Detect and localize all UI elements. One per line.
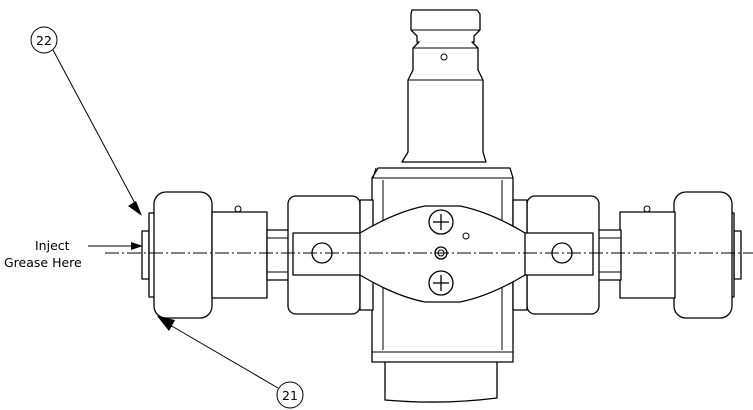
grease-note: Inject Grease Here	[4, 238, 143, 270]
callout-21: 21	[157, 316, 304, 409]
left-end-cap	[141, 191, 213, 319]
right-end-cap	[673, 191, 742, 319]
note-line-1: Inject	[35, 238, 70, 253]
top-stem	[401, 9, 487, 163]
leader-arrowhead-icon	[157, 316, 175, 331]
callout-22: 22	[30, 26, 142, 216]
leader-arrowhead-icon	[128, 201, 142, 216]
stem-hole-icon	[440, 53, 448, 61]
small-hole-icon	[462, 232, 470, 240]
note-arrowhead-icon	[131, 242, 143, 250]
lower-screw-icon	[428, 270, 454, 296]
callout-21-label: 21	[282, 388, 298, 403]
callout-22-label: 22	[36, 33, 52, 48]
lower-body	[384, 362, 498, 403]
note-line-2: Grease Here	[4, 255, 82, 270]
upper-screw-icon	[428, 209, 454, 235]
